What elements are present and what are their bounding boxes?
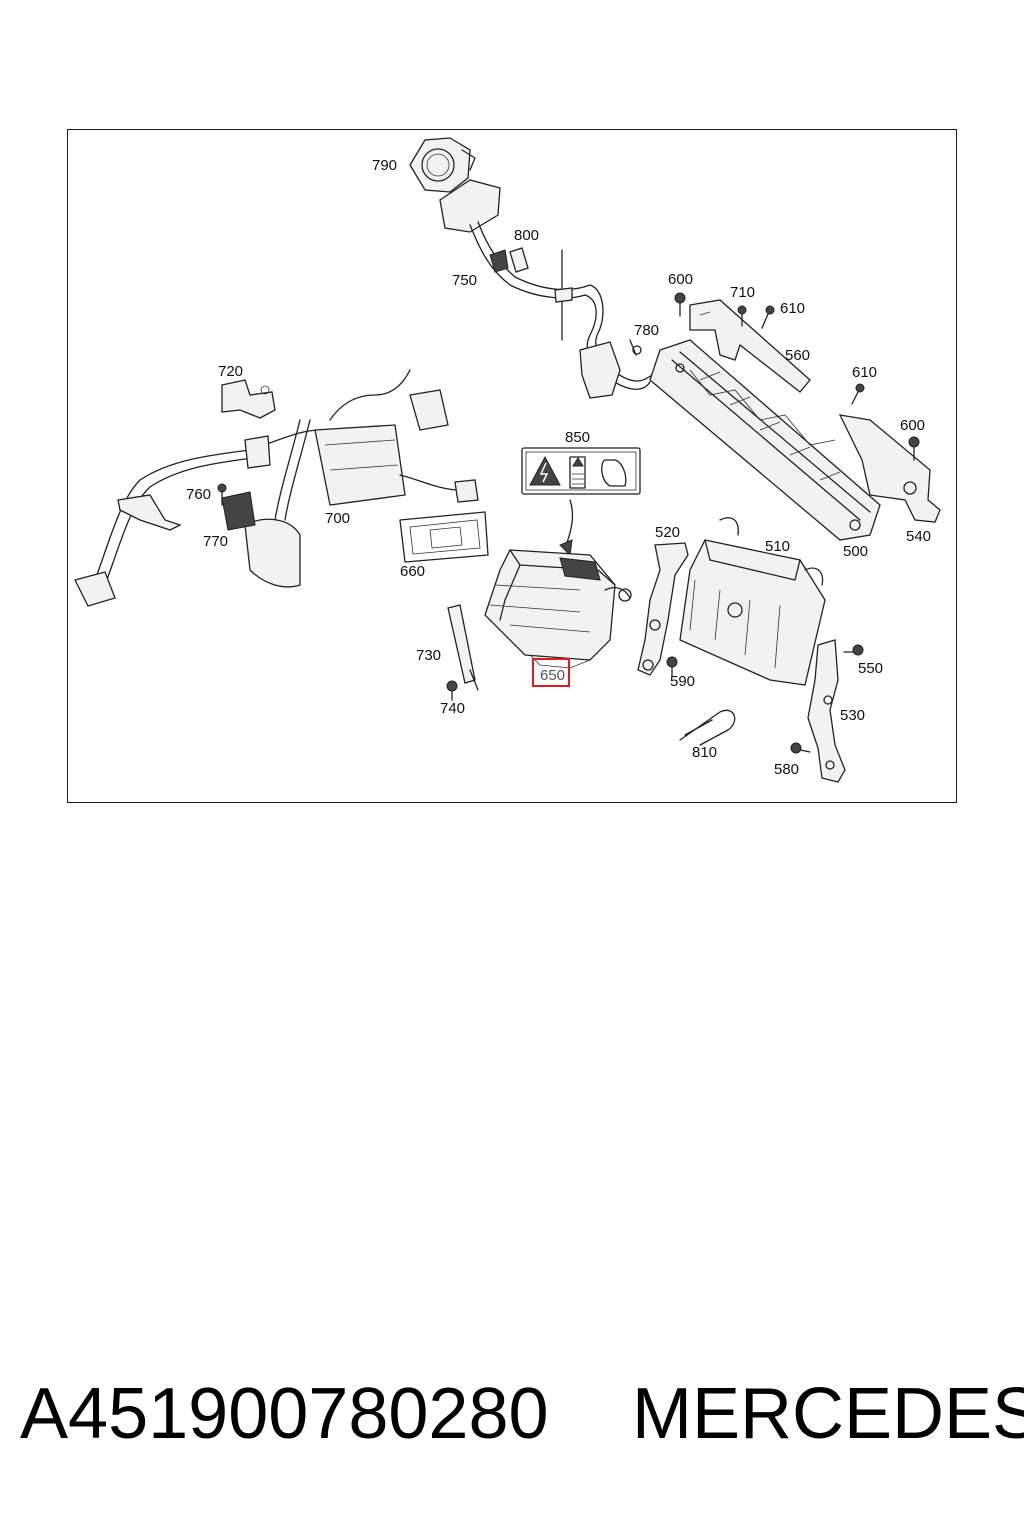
- callout-800: 800: [514, 227, 539, 244]
- part-780-bracket: [579, 339, 642, 399]
- part-520-support: [637, 542, 689, 676]
- callout-530: 530: [840, 707, 865, 724]
- callout-700: 700: [325, 510, 350, 527]
- brand-name: MERCEDES: [632, 1374, 1024, 1454]
- bolt-710: [737, 305, 747, 327]
- part-560-bracket: [689, 299, 811, 393]
- callout-790: 790: [372, 157, 397, 174]
- callout-500: 500: [843, 543, 868, 560]
- bolt-590: [666, 656, 678, 677]
- callout-720: 720: [218, 363, 243, 380]
- bolt-740: [446, 680, 458, 701]
- callout-610a: 610: [780, 300, 805, 317]
- part-number: A451900780280: [20, 1374, 549, 1454]
- callout-650-highlight: [532, 658, 570, 687]
- callout-770: 770: [203, 533, 228, 550]
- callout-740: 740: [440, 700, 465, 717]
- part-730-bracket: [447, 604, 479, 691]
- part-650-hv-unit: [484, 549, 632, 669]
- callout-580: 580: [774, 761, 799, 778]
- callout-610b: 610: [852, 364, 877, 381]
- bolt-550: [843, 644, 864, 656]
- part-750-charge-socket: [439, 179, 653, 390]
- callout-600b: 600: [900, 417, 925, 434]
- part-810-cable-tie: [679, 709, 736, 746]
- part-790-flange: [409, 137, 476, 193]
- part-800-clip: [509, 247, 529, 273]
- callout-710: 710: [730, 284, 755, 301]
- callout-650: 650: [540, 667, 565, 684]
- part-850-warning-label: [521, 447, 641, 557]
- part-510-converter: [679, 517, 826, 686]
- callout-590: 590: [670, 673, 695, 690]
- callout-510: 510: [765, 538, 790, 555]
- part-530-arm: [807, 639, 846, 783]
- bolt-600a: [674, 292, 686, 317]
- part-500-560-charger-unit: [649, 339, 881, 541]
- bolt-580: [790, 742, 811, 754]
- callout-760: 760: [186, 486, 211, 503]
- part-660-gasket: [399, 511, 489, 563]
- callout-730: 730: [416, 647, 441, 664]
- callout-550: 550: [858, 660, 883, 677]
- bolt-610a: [761, 305, 775, 329]
- callout-750: 750: [452, 272, 477, 289]
- bolt-610b: [851, 383, 865, 405]
- callout-560: 560: [785, 347, 810, 364]
- callout-780: 780: [634, 322, 659, 339]
- callout-850: 850: [565, 429, 590, 446]
- part-540-bracket: [838, 414, 941, 523]
- callout-600a: 600: [668, 271, 693, 288]
- part-720-bracket: [221, 379, 276, 419]
- callout-660: 660: [400, 563, 425, 580]
- callout-labels: 790 800 750 600 710 610 780 560 610 600 …: [186, 157, 931, 778]
- part-700-harness: [74, 369, 479, 607]
- bolt-760: [217, 483, 227, 506]
- part-770-module: [221, 491, 256, 531]
- callout-520: 520: [655, 524, 680, 541]
- callout-810: 810: [692, 744, 717, 761]
- bolt-600b: [908, 436, 920, 461]
- callout-540: 540: [906, 528, 931, 545]
